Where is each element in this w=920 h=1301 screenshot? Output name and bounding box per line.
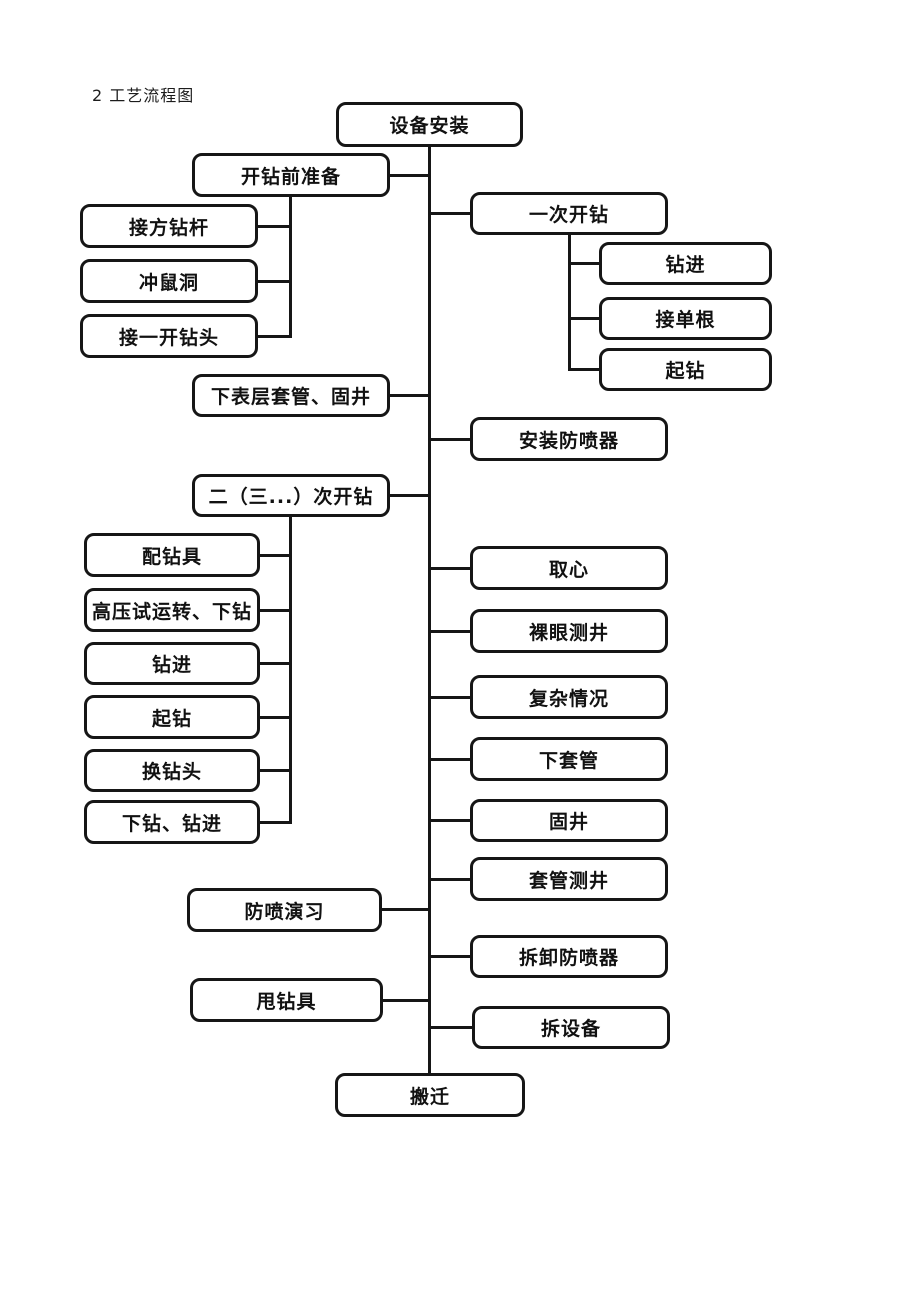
node-drilling-2: 钻进 — [84, 642, 260, 685]
node-run-casing: 下套管 — [470, 737, 668, 781]
connector-line — [429, 955, 472, 958]
node-trip-out-1: 起钻 — [599, 348, 772, 391]
node-cementing: 固井 — [470, 799, 668, 842]
branch-connector-line — [258, 769, 292, 772]
node-open-hole-logging: 裸眼测井 — [470, 609, 668, 653]
branch-line — [289, 197, 292, 338]
trunk-line — [428, 146, 431, 1074]
branch-connector-line — [256, 280, 292, 283]
node-connect-first-spud-bit: 接一开钻头 — [80, 314, 258, 358]
branch-connector-line — [258, 554, 292, 557]
node-blowout-drill: 防喷演习 — [187, 888, 382, 932]
node-change-bit: 换钻头 — [84, 749, 260, 792]
connector-line — [429, 567, 472, 570]
page-title: 2 工艺流程图 — [92, 86, 195, 105]
node-first-spud: 一次开钻 — [470, 192, 668, 235]
node-assemble-drilling-tools: 配钻具 — [84, 533, 260, 577]
node-dismantle-equipment: 拆设备 — [472, 1006, 670, 1049]
branch-line — [289, 517, 292, 824]
node-high-pressure-test-run-trip-in: 高压试运转、下钻 — [84, 588, 260, 632]
branch-connector-line — [258, 821, 292, 824]
node-equipment-installation: 设备安装 — [336, 102, 523, 147]
node-second-third-spud: 二（三...）次开钻 — [192, 474, 390, 517]
node-coring: 取心 — [470, 546, 668, 590]
node-add-single-joint: 接单根 — [599, 297, 772, 340]
branch-connector-line — [568, 262, 601, 265]
node-run-surface-casing-cementing: 下表层套管、固井 — [192, 374, 390, 417]
branch-connector-line — [568, 317, 601, 320]
connector-line — [429, 878, 472, 881]
branch-connector-line — [256, 335, 292, 338]
connector-line — [381, 999, 431, 1002]
node-trip-out-2: 起钻 — [84, 695, 260, 739]
branch-connector-line — [258, 662, 292, 665]
connector-line — [429, 758, 472, 761]
connector-line — [429, 819, 472, 822]
node-cased-hole-logging: 套管测井 — [470, 857, 668, 901]
connector-line — [388, 394, 431, 397]
branch-line — [568, 235, 571, 371]
node-remove-bop: 拆卸防喷器 — [470, 935, 668, 978]
node-complex-situations: 复杂情况 — [470, 675, 668, 719]
node-install-bop: 安装防喷器 — [470, 417, 668, 461]
branch-connector-line — [256, 225, 292, 228]
connector-line — [429, 696, 472, 699]
connector-line — [429, 630, 472, 633]
branch-connector-line — [258, 609, 292, 612]
connector-line — [388, 174, 431, 177]
connector-line — [429, 212, 472, 215]
node-trip-in-drilling: 下钻、钻进 — [84, 800, 260, 844]
connector-line — [429, 1026, 474, 1029]
connector-line — [388, 494, 431, 497]
node-drilling-1: 钻进 — [599, 242, 772, 285]
node-rig-move: 搬迁 — [335, 1073, 525, 1117]
node-lay-down-drilling-tools: 甩钻具 — [190, 978, 383, 1022]
connector-line — [379, 908, 431, 911]
node-pre-spud-preparation: 开钻前准备 — [192, 153, 390, 197]
branch-connector-line — [568, 368, 601, 371]
connector-line — [429, 438, 472, 441]
branch-connector-line — [258, 716, 292, 719]
node-flush-mousehole: 冲鼠洞 — [80, 259, 258, 303]
node-connect-kelly: 接方钻杆 — [80, 204, 258, 248]
